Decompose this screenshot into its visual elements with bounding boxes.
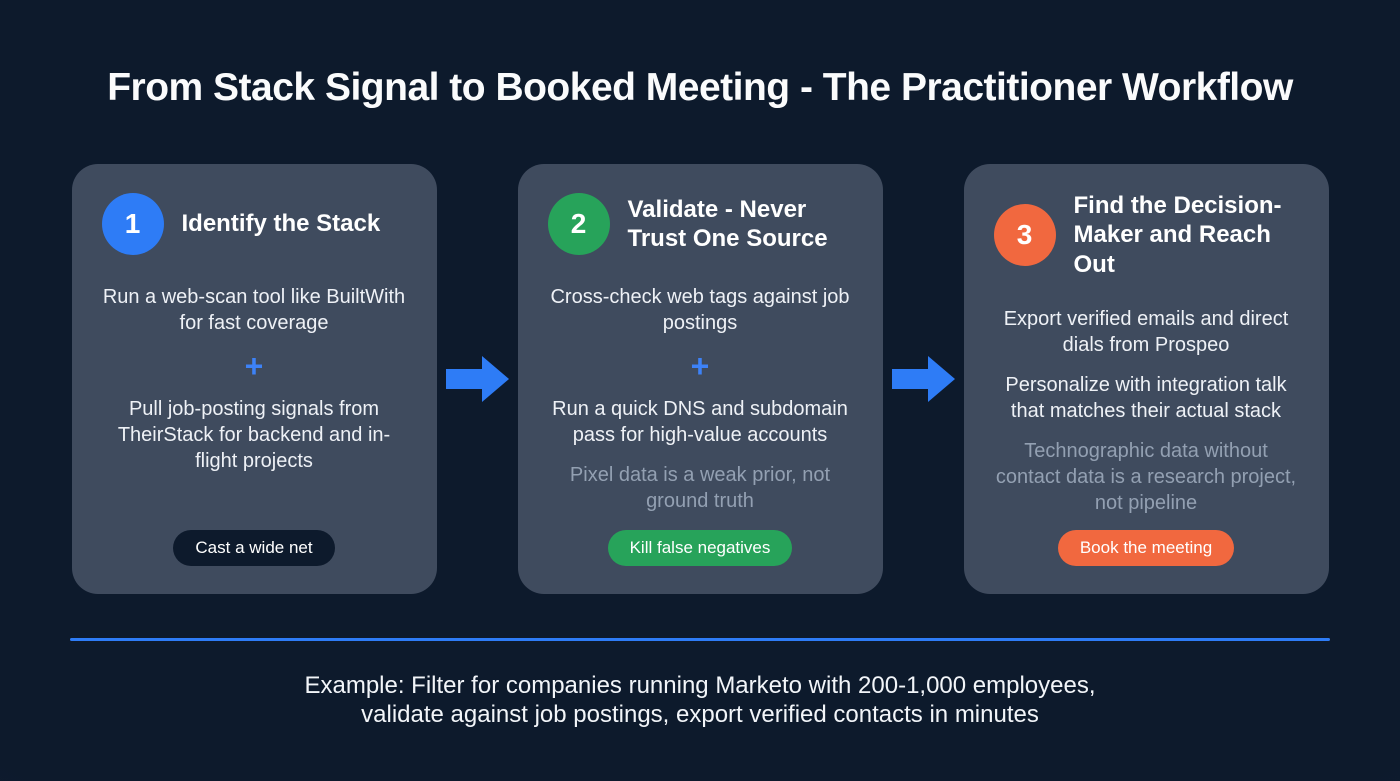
example-text: Example: Filter for companies running Ma…	[304, 671, 1095, 730]
step-badge: Book the meeting	[1057, 530, 1235, 566]
step-number-badge: 3	[993, 204, 1056, 266]
step-card-reach-out: 3 Find the Decision-Maker and Reach Out …	[963, 164, 1329, 594]
card-body: Cross-check web tags against job posting…	[542, 278, 859, 566]
card-header: 2 Validate - Never Trust One Source	[542, 192, 859, 256]
step-card-identify: 1 Identify the Stack Run a web-scan tool…	[71, 164, 437, 594]
step-number-badge: 2	[547, 193, 610, 255]
step-text: Cross-check web tags against job posting…	[550, 286, 850, 334]
card-body: Export verified emails and direct dials …	[988, 300, 1305, 566]
arrow-body	[891, 369, 928, 389]
workflow-steps-row: 1 Identify the Stack Run a web-scan tool…	[71, 164, 1329, 594]
arrow-right-icon	[891, 356, 955, 402]
card-title: Find the Decision-Maker and Reach Out	[1073, 192, 1282, 278]
arrow-head	[927, 356, 955, 402]
step-number-badge: 1	[101, 193, 164, 255]
step-badge: Kill false negatives	[607, 530, 793, 566]
plus-icon: +	[244, 348, 264, 384]
card-title: Validate - Never Trust One Source	[627, 195, 828, 252]
step-text: Run a web-scan tool like BuiltWith for f…	[102, 286, 406, 334]
step-card-validate: 2 Validate - Never Trust One Source Cros…	[517, 164, 883, 594]
step-text: Export verified emails and direct dials …	[1003, 308, 1289, 356]
step-badge: Cast a wide net	[173, 530, 335, 566]
card-title: Identify the Stack	[181, 210, 381, 238]
arrow-head	[481, 356, 509, 402]
arrow-right-icon	[445, 356, 509, 402]
divider-line	[70, 638, 1330, 641]
plus-icon: +	[690, 348, 710, 384]
card-body: Run a web-scan tool like BuiltWith for f…	[96, 278, 413, 566]
card-header: 1 Identify the Stack	[96, 192, 413, 256]
step-note: Technographic data without contact data …	[995, 440, 1297, 514]
arrow-body	[445, 369, 482, 389]
step-note: Pixel data is a weak prior, not ground t…	[569, 464, 831, 512]
example-line-2: validate against job postings, export ve…	[361, 701, 1039, 729]
step-text: Pull job-posting signals from TheirStack…	[117, 398, 391, 472]
step-text: Personalize with integration talk that m…	[1005, 374, 1287, 422]
example-line-1: Example: Filter for companies running Ma…	[304, 672, 1096, 699]
step-text: Run a quick DNS and subdomain pass for h…	[552, 398, 848, 446]
page-title: From Stack Signal to Booked Meeting - Th…	[107, 66, 1293, 109]
card-header: 3 Find the Decision-Maker and Reach Out	[988, 192, 1305, 278]
